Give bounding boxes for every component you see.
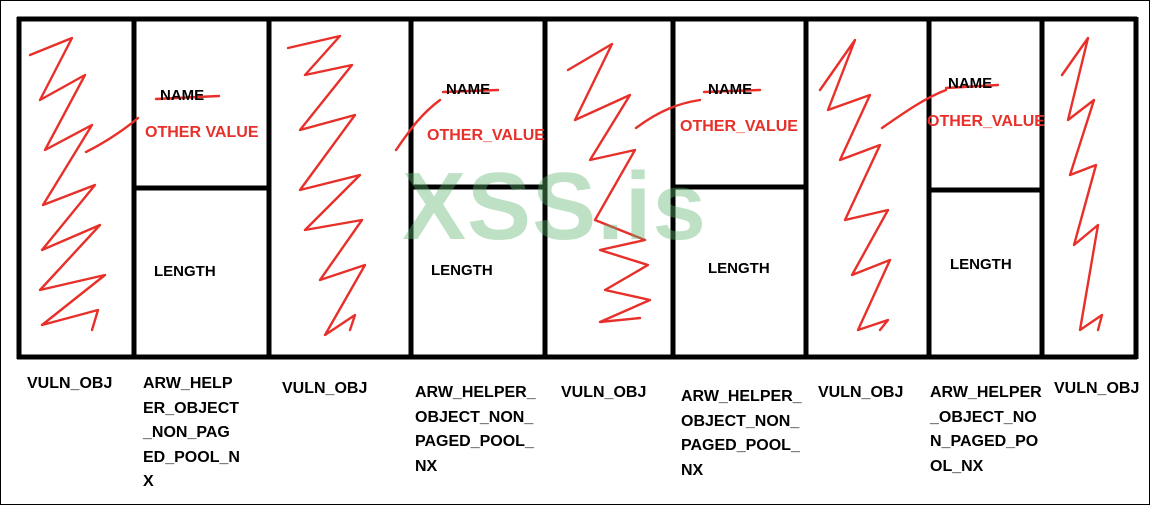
label-vuln-obj-5: VULN_OBJ [1054, 380, 1140, 397]
scribble-4 [818, 38, 892, 332]
scribble-5 [1060, 36, 1104, 332]
strike-2 [441, 88, 500, 94]
length-field-2: LENGTH [431, 262, 493, 279]
strike-4 [944, 83, 1000, 90]
name-field-4: NAME [948, 75, 993, 92]
scribble-3 [566, 42, 652, 324]
label-vuln-obj-4: VULN_OBJ [818, 384, 904, 401]
other-value-3: OTHER_VALUE [680, 118, 798, 135]
pointer-2 [394, 98, 442, 152]
pool-boxes [16, 16, 1139, 360]
length-field-4: LENGTH [950, 256, 1012, 273]
label-vuln-obj-1: VULN_OBJ [27, 375, 113, 392]
length-field-3: LENGTH [708, 260, 770, 277]
label-arw-helper-1: ARW_HELP ER_OBJECT _NON_PAG ED_POOL_N X [143, 375, 240, 490]
label-arw-helper-4: ARW_HELPER _OBJECT_NO N_PAGED_PO OL_NX [930, 384, 1042, 475]
name-field-3: NAME [708, 81, 753, 98]
scribble-1 [28, 36, 107, 332]
other-value-1: OTHER VALUE [145, 124, 259, 141]
name-strikethroughs [154, 83, 1000, 101]
watermark: XSS.is [402, 153, 707, 260]
pointer-1 [84, 116, 140, 154]
label-vuln-obj-2: VULN_OBJ [282, 380, 368, 397]
label-arw-helper-2: ARW_HELPER_ OBJECT_NON_ PAGED_POOL_ NX [415, 384, 536, 475]
other-value-2: OTHER_VALUE [427, 127, 545, 144]
label-vuln-obj-3: VULN_OBJ [561, 384, 647, 401]
length-field-1: LENGTH [154, 263, 216, 280]
label-arw-helper-3: ARW_HELPER_ OBJECT_NON_ PAGED_POOL_ NX [681, 388, 802, 479]
pointer-4 [880, 88, 948, 130]
vuln-scribbles [28, 34, 1104, 337]
strike-1 [154, 94, 221, 101]
name-field-2: NAME [446, 81, 491, 98]
pointer-lines [84, 88, 948, 154]
strike-3 [702, 88, 762, 94]
other-value-4: OTHER_VALUE [927, 113, 1045, 130]
pointer-3 [634, 98, 702, 130]
scribble-2 [286, 34, 367, 337]
name-field-1: NAME [160, 87, 205, 104]
